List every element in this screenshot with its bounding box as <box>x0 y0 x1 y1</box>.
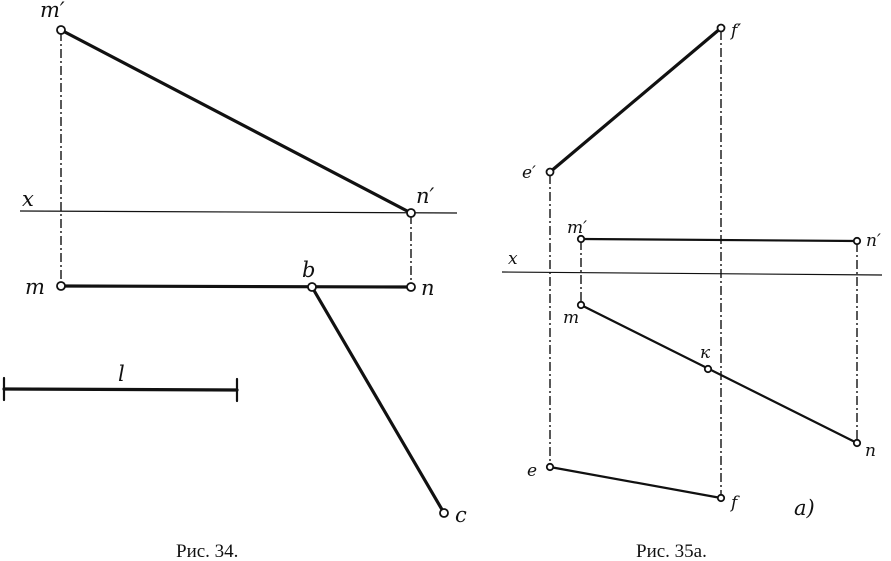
fig35-point-e-prime <box>545 167 555 177</box>
fig34-segment-m-prime-n-prime <box>59 28 413 215</box>
fig34-segment-m-n <box>59 284 413 289</box>
fig35-label-e-prime: e′ <box>522 163 536 183</box>
fig35-point-f-prime <box>716 23 726 33</box>
fig34-label-m-prime: m′ <box>40 0 65 22</box>
fig35-sublabel-a: а) <box>794 496 815 520</box>
fig34-point-m-prime <box>56 25 66 35</box>
fig35-x-axis <box>501 271 883 276</box>
fig35-label-k: к <box>700 343 711 363</box>
fig34-point-b <box>307 282 317 292</box>
fig35-segment-m-prime-n-prime <box>579 237 859 243</box>
fig34-label-x: x <box>22 187 34 211</box>
fig34-length-l <box>2 387 239 392</box>
fig35-point-f <box>716 493 726 503</box>
fig35-label-m-prime: m′ <box>567 218 587 238</box>
fig35-point-n <box>852 438 862 448</box>
fig35-label-m: m <box>563 308 579 328</box>
fig35-label-n: n <box>865 441 876 461</box>
fig35-point-n-prime <box>852 236 862 246</box>
fig34-label-m: m <box>25 275 45 299</box>
fig34-point-n-prime <box>406 208 416 218</box>
fig35-point-m <box>576 300 586 310</box>
fig34-point-n <box>406 282 416 292</box>
fig34-label-n-prime: n′ <box>416 184 435 208</box>
fig35-point-e <box>545 462 555 472</box>
fig34-segment-b-c <box>310 285 446 515</box>
fig35-label-n-prime: n′ <box>866 231 881 251</box>
fig35-point-k <box>703 364 713 374</box>
fig34-label-c: c <box>455 503 467 527</box>
fig35-label-x: x <box>508 249 518 269</box>
fig35-segment-e-f <box>548 465 723 500</box>
fig34-label-n: n <box>421 276 435 300</box>
fig34-label-b: b <box>302 258 315 282</box>
figure-34: m′ n′ x m n b c l Рис. 34. <box>2 0 467 561</box>
fig35-label-f-prime: f′ <box>729 21 741 41</box>
fig34-label-l: l <box>118 362 125 386</box>
fig35-segment-e-prime-f-prime <box>548 26 723 174</box>
fig34-x-axis <box>19 210 458 214</box>
figure-35a: f′ e′ m′ n′ x m к n e f а) Рис. 35а. <box>501 21 883 561</box>
fig34-point-c <box>439 508 449 518</box>
fig35-segment-m-n <box>579 303 859 445</box>
fig34-point-m <box>56 281 66 291</box>
fig35-point-m-prime <box>576 234 586 244</box>
fig34-caption: Рис. 34. <box>176 541 238 561</box>
fig35-label-f: f <box>729 493 740 513</box>
fig35-caption: Рис. 35а. <box>636 541 707 561</box>
fig35-label-e: e <box>527 461 537 481</box>
